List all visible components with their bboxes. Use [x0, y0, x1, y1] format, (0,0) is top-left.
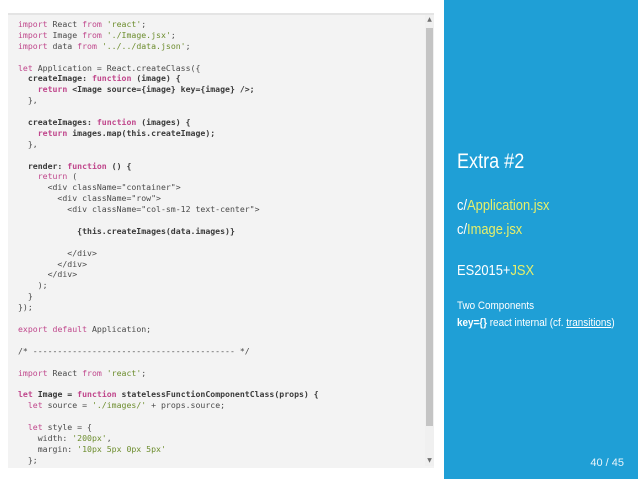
note-key-end: ) — [611, 317, 615, 329]
code-line — [18, 237, 422, 248]
code-line: createImage: function (image) { — [18, 73, 181, 84]
code-line: width: '200px', — [18, 432, 112, 443]
code-line: import React from 'react'; — [18, 19, 147, 29]
file-prefix: c/ — [457, 197, 468, 214]
code-line: render: function () { — [18, 160, 132, 171]
code-line: return images.map(this.createImage); — [37, 127, 216, 138]
code-line — [18, 313, 422, 324]
code-line: import React from 'react'; — [18, 367, 147, 378]
code-line: createImages: function (images) { — [18, 117, 191, 128]
code-line: </div> — [18, 258, 88, 269]
code-line: import Image from './Image.jsx'; — [18, 29, 176, 40]
scroll-up-arrow-icon[interactable]: ▲ — [427, 16, 432, 23]
code-line — [18, 150, 422, 161]
code-line: export default Application; — [18, 323, 152, 334]
code-line: <div className="row"> — [18, 193, 161, 204]
code-line — [18, 215, 422, 226]
code-line: <div className="col-sm-12 text-center"> — [18, 204, 260, 215]
page-number: 40 / 45 — [590, 457, 624, 469]
note-components: Two Components — [457, 300, 535, 312]
code-scrollbar[interactable]: ▲ ▼ — [425, 15, 434, 466]
code-line: ); — [18, 280, 48, 291]
code-line — [18, 378, 422, 389]
file-application: c/Application.jsx — [457, 197, 550, 214]
file-image: c/Image.jsx — [457, 221, 522, 238]
note-key-code: key={} — [457, 317, 488, 329]
tech-jsx: JSX — [510, 262, 535, 279]
code-line: <div className="container"> — [18, 182, 181, 193]
code-line: }, — [18, 95, 38, 106]
scroll-down-arrow-icon[interactable]: ▼ — [427, 457, 432, 464]
scroll-thumb[interactable] — [426, 28, 433, 426]
code-panel: import React from 'react';import Image f… — [8, 13, 434, 468]
code-line — [18, 335, 422, 346]
code-block: import React from 'react';import Image f… — [18, 19, 422, 468]
code-line: let Application = React.createClass({ — [18, 62, 201, 73]
tech-line: ES2015+JSX — [457, 262, 534, 279]
code-line — [18, 52, 422, 63]
code-line: let Image = function statelessFunctionCo… — [18, 389, 319, 400]
code-line: /* -------------------------------------… — [18, 345, 250, 356]
code-line: return ( — [37, 171, 78, 182]
code-line: </div> — [18, 269, 78, 280]
transitions-link[interactable]: transitions — [566, 317, 612, 329]
slide-title: Extra #2 — [457, 150, 525, 173]
code-line — [18, 411, 422, 422]
file-name-image: Image.jsx — [467, 221, 523, 238]
side-panel: Extra #2 c/Application.jsx c/Image.jsx E… — [444, 0, 638, 479]
code-line: margin: '10px 5px 0px 5px' — [18, 443, 166, 454]
code-line: }, — [18, 138, 38, 149]
file-prefix: c/ — [457, 221, 468, 238]
file-name-application: Application.jsx — [467, 197, 550, 214]
note-key-text: react internal (cf. — [487, 317, 567, 329]
code-line: let style = { — [27, 421, 92, 432]
code-line: }; — [18, 454, 38, 465]
code-line: let source = './images/' + props.source; — [27, 400, 226, 411]
code-line: {this.createImages(data.images)} — [18, 225, 235, 236]
code-line: }); — [18, 302, 33, 313]
code-line — [18, 357, 422, 368]
code-line: } — [18, 291, 33, 302]
tech-es2015: ES2015+ — [457, 262, 511, 279]
code-line — [18, 106, 422, 117]
code-line: </div> — [18, 247, 97, 258]
code-line: return <Image source={image} key={image}… — [37, 84, 255, 95]
note-key: key={} react internal (cf. transitions) — [457, 317, 615, 329]
code-line: import data from '../../data.json'; — [18, 40, 191, 51]
code-line — [18, 466, 422, 468]
